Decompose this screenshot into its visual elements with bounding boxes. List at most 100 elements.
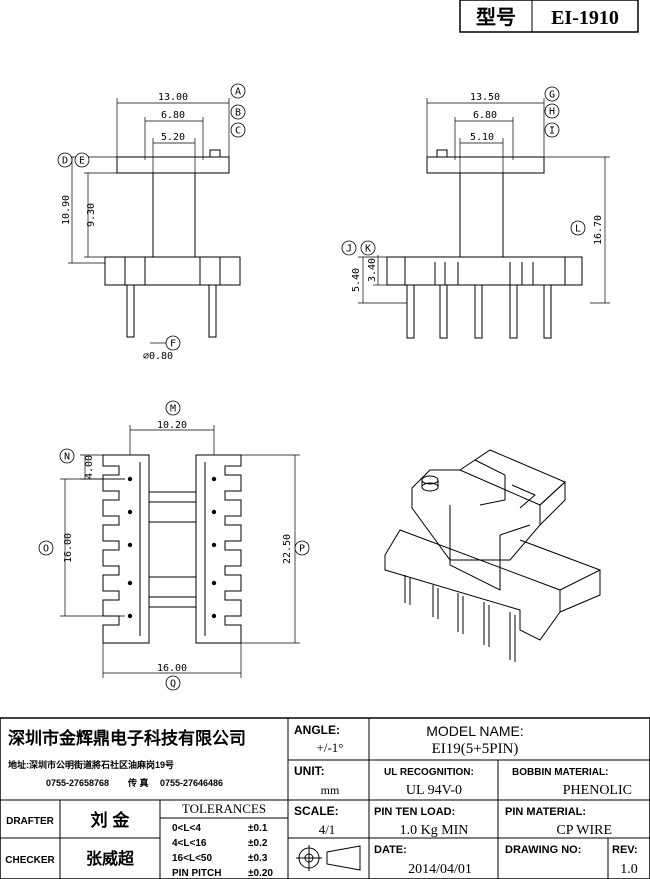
checker-label: CHECKER [5, 855, 55, 866]
scale-value: 4/1 [319, 822, 336, 837]
dim-A: 13.00 [158, 92, 188, 103]
company-fax: 0755-27646486 [160, 778, 223, 788]
dim-C: 5.20 [161, 132, 185, 143]
pin-material-label: PIN MATERIAL: [505, 806, 586, 818]
callout-M: M [165, 400, 181, 416]
tolerance-range: 0<L<4 [172, 823, 201, 834]
side-view [358, 98, 610, 339]
rev-value: 1.0 [620, 862, 638, 877]
tolerance-value: ±0.2 [248, 838, 268, 849]
company-address: 地址:深圳市公明街道將石社区油麻岗19号 [8, 759, 174, 770]
callout-letter: Q [170, 679, 176, 690]
projection-symbol-icon [296, 845, 361, 871]
callout-letter: B [235, 108, 241, 119]
callout-D: D [57, 152, 73, 168]
callout-letter: G [549, 90, 555, 101]
callout-C: C [230, 122, 246, 138]
dim-B: 6.80 [161, 110, 185, 121]
callout-K: K [360, 240, 376, 256]
tolerance-value: ±0.1 [248, 823, 268, 834]
tolerance-range: 16<L<50 [172, 853, 212, 864]
callout-letter: P [299, 544, 305, 555]
pin-load-value: 1.0 Kg MIN [400, 823, 469, 838]
bottom-view [60, 425, 300, 678]
pin-load-label: PIN TEN LOAD: [374, 806, 455, 818]
callout-P: P [294, 540, 310, 556]
callout-letter: H [549, 107, 555, 118]
dim-N: 4.00 [84, 455, 95, 479]
callout-I: I [544, 122, 560, 138]
callout-H: H [544, 103, 560, 119]
callout-letter: J [346, 244, 352, 255]
callout-letter: F [170, 339, 176, 350]
callout-letter: N [64, 452, 70, 463]
tolerance-value: ±0.20 [248, 868, 273, 879]
callout-B: B [230, 104, 246, 120]
dim-K: 3.40 [367, 258, 378, 282]
ul-value: UL 94V-0 [406, 783, 462, 798]
dim-F: ⌀0.80 [143, 351, 173, 362]
dim-J: 5.40 [351, 268, 362, 292]
dim-G: 13.50 [470, 92, 500, 103]
callout-letter: C [235, 126, 241, 137]
dim-I: 5.10 [470, 132, 494, 143]
callout-Q: Q [165, 675, 181, 691]
dim-M: 10.20 [157, 420, 187, 431]
dim-E: 9.30 [86, 203, 97, 227]
callout-G: G [544, 86, 560, 102]
callout-F: F [165, 335, 181, 351]
callout-A: A [230, 83, 246, 99]
scale-label: SCALE: [294, 804, 339, 818]
header-box [459, 0, 639, 33]
bobbin-value: PHENOLIC [563, 783, 632, 798]
dim-D: 10.90 [61, 195, 72, 225]
title-block-grid [0, 717, 650, 879]
callout-N: N [59, 448, 75, 464]
callout-J: J [341, 240, 357, 256]
unit-label: UNIT: [294, 764, 325, 778]
front-view [68, 98, 241, 344]
pin-material-value: CP WIRE [556, 823, 612, 838]
ul-label: UL RECOGNITION: [384, 767, 474, 778]
date-label: DATE: [374, 844, 407, 856]
callout-letter: E [79, 156, 85, 167]
dim-P: 22.50 [282, 534, 293, 564]
callout-letter: O [43, 544, 49, 555]
angle-label: ANGLE: [294, 723, 340, 737]
bobbin-label: BOBBIN MATERIAL: [512, 767, 608, 778]
rev-label: REV: [612, 844, 638, 856]
callout-letter: M [170, 404, 176, 415]
part-number: EI-1910 [551, 7, 619, 29]
tolerance-range: 4<L<16 [172, 838, 207, 849]
unit-value: mm [321, 783, 340, 797]
isometric-view [384, 449, 601, 662]
type-label: 型号 [476, 6, 516, 29]
drafter-label: DRAFTER [6, 816, 55, 827]
model-name-value: EI19(5+5PIN) [432, 741, 519, 757]
callout-letter: A [235, 87, 241, 98]
tolerances-label: TOLERANCES [182, 801, 266, 816]
tolerance-range: PIN PITCH [172, 868, 221, 879]
callout-letter: K [365, 244, 371, 255]
callout-letter: L [575, 224, 581, 235]
tolerance-value: ±0.3 [248, 853, 268, 864]
callout-O: O [38, 540, 54, 556]
callout-letter: I [549, 126, 555, 137]
callout-L: L [570, 220, 586, 236]
dim-Q: 16.00 [157, 663, 187, 674]
checker-name: 张威超 [86, 849, 135, 868]
fax-label: 传 真 [127, 777, 149, 788]
dim-H: 6.80 [473, 110, 497, 121]
model-name-label: MODEL NAME: [426, 723, 524, 739]
company-phone: 0755-27658768 [46, 778, 109, 788]
date-value: 2014/04/01 [408, 862, 472, 877]
dim-L: 16.70 [593, 215, 604, 245]
dim-O: 16.00 [63, 533, 74, 563]
callout-E: E [74, 152, 90, 168]
company-name: 深圳市金辉鼎电子科技有限公司 [8, 728, 246, 748]
callout-letter: D [62, 156, 68, 167]
drafter-name: 刘 金 [91, 810, 131, 830]
